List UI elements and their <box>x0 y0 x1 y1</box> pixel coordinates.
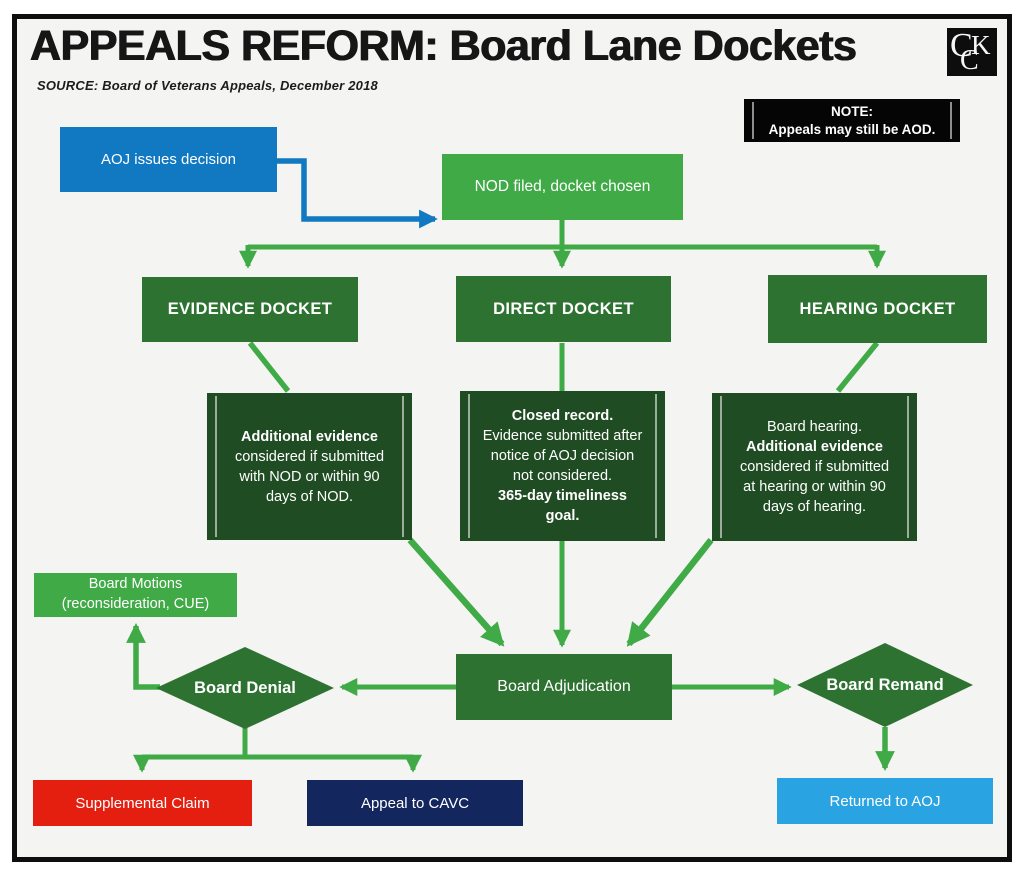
logo-letter-k: K <box>971 30 991 60</box>
node-returned-to-aoj: Returned to AOJ <box>777 778 993 824</box>
note-line2: Appeals may still be AOD. <box>768 121 936 137</box>
detail-text: considered if submitted with NOD or with… <box>234 448 385 505</box>
detail-text1: Board hearing. <box>766 419 863 435</box>
note-box: NOTE: Appeals may still be AOD. <box>744 99 960 142</box>
arrow-hearing-to-adjudication <box>626 537 714 647</box>
node-label: Returned to AOJ <box>829 792 941 810</box>
node-aoj-issues-decision: AOJ issues decision <box>60 127 277 192</box>
node-label: DIRECT DOCKET <box>493 299 634 318</box>
node-label: Board Adjudication <box>497 678 631 695</box>
node-label: NOD filed, docket chosen <box>474 178 651 195</box>
node-supplemental-claim: Supplemental Claim <box>33 780 252 826</box>
line-nod-distributor <box>248 220 877 250</box>
node-hearing-detail: Board hearing. Additional evidence consi… <box>712 393 917 541</box>
page-title: APPEALS REFORM: Board Lane Dockets <box>30 22 857 70</box>
line-evidence-to-detail <box>247 341 291 393</box>
line-denial-split <box>142 728 413 760</box>
detail-bold2: 365-day timeliness goal. <box>498 488 627 524</box>
arrow-aoj-to-nod <box>277 158 438 229</box>
node-label: Board Remand <box>826 675 944 694</box>
node-label: AOJ issues decision <box>100 151 237 168</box>
node-evidence-detail: Additional evidence considered if submit… <box>207 393 412 540</box>
motions-line2: (reconsideration, CUE) <box>61 596 210 612</box>
node-label: Board Denial <box>194 678 296 697</box>
note-line1: NOTE: <box>831 103 873 119</box>
detail-text: Evidence submitted after notice of AOJ d… <box>482 428 643 484</box>
detail-bold1: Closed record. <box>511 408 614 424</box>
cck-logo: C K C <box>947 28 997 76</box>
line-hearing-to-detail <box>835 341 880 393</box>
node-direct-docket: DIRECT DOCKET <box>456 276 671 342</box>
node-evidence-docket: EVIDENCE DOCKET <box>142 277 358 342</box>
node-direct-detail: Closed record. Evidence submitted after … <box>460 391 665 541</box>
node-nod-filed: NOD filed, docket chosen <box>442 154 683 220</box>
node-hearing-docket: HEARING DOCKET <box>768 275 987 343</box>
node-label: Appeal to CAVC <box>360 794 470 812</box>
detail-bold: Additional evidence <box>241 428 378 445</box>
node-label: Supplemental Claim <box>75 794 210 812</box>
node-board-motions: Board Motions (reconsideration, CUE) <box>34 573 237 617</box>
motions-line1: Board Motions <box>88 576 183 593</box>
logo-letter-c1: C <box>950 27 973 64</box>
arrow-evidence-to-adjudication <box>407 537 505 647</box>
node-label: HEARING DOCKET <box>799 299 956 318</box>
node-appeal-to-cavc: Appeal to CAVC <box>307 780 523 826</box>
arrow-denial-to-motions <box>126 623 160 690</box>
detail-bold: Additional evidence <box>746 439 883 455</box>
detail-text2: considered if submitted at hearing or wi… <box>739 459 890 515</box>
source-caption: SOURCE: Board of Veterans Appeals, Decem… <box>37 78 378 93</box>
logo-letter-c2: C <box>960 45 979 76</box>
node-label: EVIDENCE DOCKET <box>167 300 333 318</box>
node-board-adjudication: Board Adjudication <box>456 654 672 720</box>
